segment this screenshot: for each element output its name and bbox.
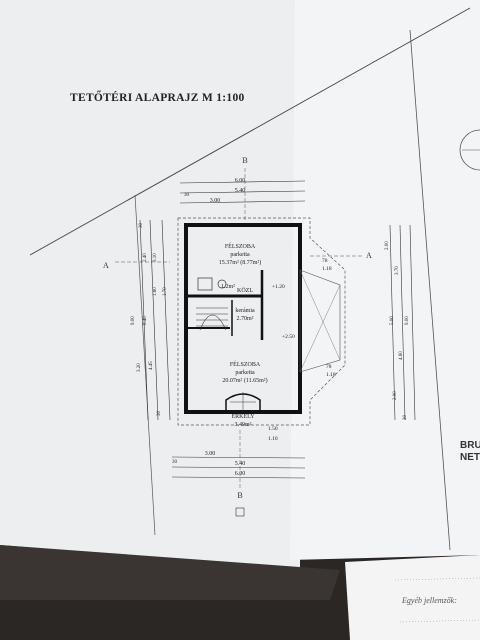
dim-right-1: 3.70 [395,266,400,275]
dim-bottom-left: 3.00 [205,451,216,457]
room3-area: 1.2m² [221,284,235,290]
dim-left-0: 30 [139,223,144,229]
dim-top-half: 30 [184,193,190,198]
form-label: Egyéb jellemzők: [402,596,457,605]
section-mark-right: A [366,251,372,260]
dim-right-3: 5.00 [390,316,395,325]
dim-left-5: 1.60 [153,287,158,296]
room2-area: 2.70m² [237,316,254,322]
dim-top-inner: 5.40 [235,188,246,194]
dim-bottom-half: 30 [172,460,178,465]
section-mark-top: B [242,156,247,165]
room5-area: 3.49m² [235,422,252,428]
plan-title: TETŐTÉRI ALAPRAJZ M 1:100 [70,92,245,104]
dim-left-4: 8.40 [143,316,148,325]
dim-top-left: 3.00 [210,198,221,204]
misc-1: +2.50 [282,334,295,340]
section-mark-left: A [103,261,109,270]
dim-left-2: 3.10 [153,253,158,262]
dim-left-7: 4.45 [149,361,154,370]
ridge-4: 1.18 [326,372,336,378]
room2-name: KÖZL [237,287,253,294]
room1-area: 15.37m² (8.77m²) [219,259,261,266]
room4-name: FÉLSZOBA [230,360,261,368]
dim-right-0: 2.00 [385,241,390,250]
misc-3: 1.50 [268,426,278,432]
dim-right-6: 30 [403,415,408,421]
dim-top-total: 6.00 [235,178,246,184]
ridge-3: 78 [326,364,332,370]
dim-left-6: 1.70 [163,287,168,296]
misc-4: 1.10 [268,436,278,442]
misc-2: +1.20 [272,284,285,290]
room1-name: FÉLSZOBA [225,242,256,250]
dim-right-4: 4.60 [399,351,404,360]
side-text-line-2: NET [460,452,480,463]
dim-left-1: 2.40 [143,253,148,262]
side-text: BRU NET [460,440,480,464]
room5-name: ERKÉLY [231,412,255,420]
ridge-1: 78 [322,258,328,264]
section-mark-bottom: B [237,491,242,500]
dim-left-3: 9.00 [131,316,136,325]
room4-floor: parketta [235,370,255,376]
ridge-2: 1.18 [322,266,332,272]
dim-left-8: 3.20 [137,363,142,372]
dim-right-2: 9.00 [405,316,410,325]
dim-right-5: 2.00 [393,391,398,400]
room4-area: 20.07m² (11.65m²) [222,377,267,384]
room2-floor: kerámia [235,308,255,314]
dim-left-9: 30 [157,411,162,417]
room1-floor: parketta [230,252,250,258]
side-text-line-1: BRU [460,440,480,451]
